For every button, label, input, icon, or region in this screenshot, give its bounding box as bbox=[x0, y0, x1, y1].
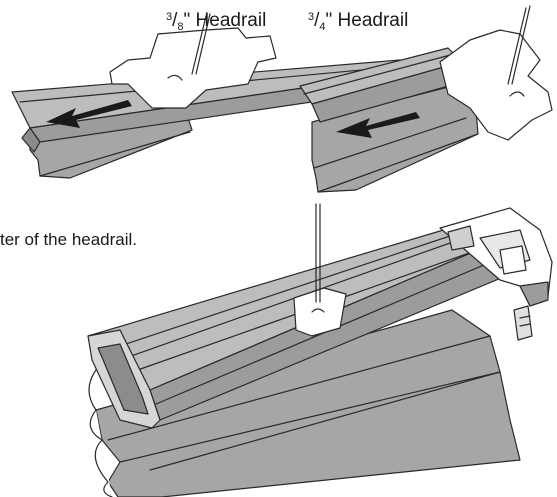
detail-three-quarters bbox=[299, 5, 553, 193]
right-headrail-label: 3/4" Headrail bbox=[308, 10, 408, 33]
clip-main bbox=[293, 287, 347, 337]
instruction-caption: ter of the headrail. bbox=[0, 230, 137, 249]
clip-right bbox=[439, 29, 553, 141]
wand-left bbox=[191, 13, 211, 75]
main-assembly bbox=[87, 203, 553, 497]
wand-right bbox=[507, 5, 531, 85]
arrow-right bbox=[336, 112, 420, 138]
left-headrail-label: 3/8" Headrail bbox=[166, 10, 266, 33]
cord-lock bbox=[513, 305, 533, 341]
wand-main bbox=[315, 203, 321, 303]
arrow-left bbox=[46, 100, 132, 128]
